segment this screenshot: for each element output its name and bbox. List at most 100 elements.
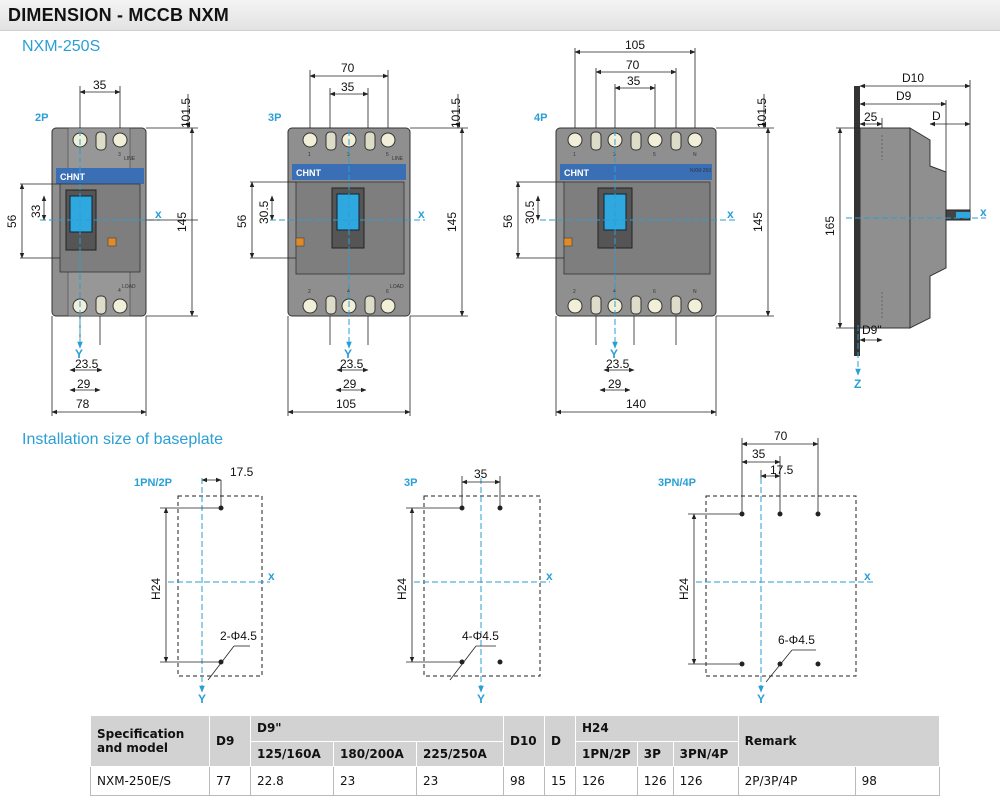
svg-text:23.5: 23.5: [75, 357, 99, 371]
svg-text:70: 70: [341, 61, 355, 75]
th-d: D: [544, 715, 576, 767]
poles-label-2p: 2P: [35, 112, 48, 124]
svg-text:LOAD: LOAD: [390, 284, 404, 290]
svg-text:5: 5: [653, 152, 656, 158]
svg-text:29: 29: [608, 377, 622, 391]
poles-label-4p: 4P: [534, 112, 547, 124]
svg-text:105: 105: [625, 38, 645, 52]
svg-text:165: 165: [823, 216, 837, 236]
svg-text:D10: D10: [902, 71, 924, 85]
brand-logo-4p: CHNT: [564, 168, 589, 178]
th-3p: 3P: [636, 740, 674, 767]
view-side: x Z D10 D9 25 D 165 D9": [823, 71, 987, 391]
cell-d9: 77: [209, 766, 251, 796]
cell-h24-3pn4p: 126: [673, 766, 739, 796]
svg-text:70: 70: [774, 429, 788, 443]
th-d9pp: D9": [250, 715, 504, 742]
cell-h24-3p: 126: [637, 766, 674, 796]
svg-text:30.5: 30.5: [257, 200, 271, 224]
baseplate-label-1pn2p: 1PN/2P: [134, 477, 172, 489]
th-3pn4p: 3PN/4P: [672, 740, 739, 767]
svg-text:4: 4: [118, 288, 121, 294]
svg-text:35: 35: [474, 467, 488, 481]
svg-text:5: 5: [386, 152, 389, 158]
svg-text:56: 56: [5, 214, 19, 228]
y-axis-label-4p: Y: [610, 347, 618, 361]
svg-text:145: 145: [445, 212, 459, 232]
svg-text:H24: H24: [677, 578, 691, 600]
z-axis-label: Z: [854, 377, 861, 391]
baseplate-1pn2p: 1PN/2P x Y 17.5 H24 2-Φ4.5: [134, 465, 275, 706]
svg-text:105: 105: [336, 397, 356, 411]
th-remark: Remark: [737, 715, 940, 767]
svg-text:LINE: LINE: [124, 156, 136, 162]
toggle-handle-3p: [336, 193, 360, 231]
svg-text:6-Φ4.5: 6-Φ4.5: [778, 633, 815, 647]
brand-logo-2p: CHNT: [60, 172, 85, 182]
svg-text:145: 145: [751, 212, 765, 232]
view-4p: 4P CHNT NXM-250 1 3 5 N 2 4 6 N x Y: [501, 38, 774, 416]
svg-text:3: 3: [347, 152, 350, 158]
cell-remark-poles: 2P/3P/4P: [738, 766, 856, 796]
baseplate-3pn4p: 3PN/4P x Y 70 35 17.5 H24 6-Φ4.5: [658, 429, 874, 706]
svg-text:17.5: 17.5: [770, 463, 794, 477]
th-h24: H24: [575, 715, 739, 742]
cell-d9pp-225: 23: [416, 766, 504, 796]
view-3p: 3P CHNT 1 3 5 LINE 2 4 6 LOAD x Y 70 35: [235, 61, 468, 416]
th-125-160a: 125/160A: [250, 740, 334, 767]
poles-label-3p: 3P: [268, 112, 281, 124]
svg-text:33: 33: [29, 204, 43, 218]
svg-text:LOAD: LOAD: [122, 284, 136, 290]
svg-text:30.5: 30.5: [523, 200, 537, 224]
svg-text:D9: D9: [896, 89, 912, 103]
th-d9: D9: [209, 715, 251, 767]
y-axis-label-3p: Y: [344, 347, 352, 361]
svg-text:x: x: [864, 569, 871, 583]
svg-text:35: 35: [752, 447, 766, 461]
svg-text:35: 35: [93, 78, 107, 92]
dimension-drawing: 2P CHNT 3 LINE 4 LOAD x Y 35 101.5 145: [5, 38, 987, 706]
svg-text:23.5: 23.5: [340, 357, 364, 371]
th-1pn2p: 1PN/2P: [575, 740, 638, 767]
svg-text:2: 2: [573, 289, 576, 295]
svg-text:2: 2: [308, 289, 311, 295]
x-axis-label-2p: x: [155, 207, 162, 221]
th-d10: D10: [503, 715, 545, 767]
svg-text:70: 70: [626, 58, 640, 72]
x-axis-label-3p: x: [418, 207, 425, 221]
svg-text:3: 3: [613, 152, 616, 158]
svg-text:NXM-250: NXM-250: [690, 168, 711, 174]
svg-text:78: 78: [76, 397, 90, 411]
x-axis-label-side: x: [980, 205, 987, 219]
page-title: DIMENSION - MCCB NXM: [8, 5, 229, 25]
cell-d9pp-125: 22.8: [250, 766, 334, 796]
svg-text:23.5: 23.5: [606, 357, 630, 371]
svg-text:145: 145: [175, 212, 189, 232]
svg-text:Y: Y: [198, 692, 206, 706]
brand-logo-3p: CHNT: [296, 168, 321, 178]
y-axis-label-2p: Y: [75, 347, 83, 361]
svg-text:x: x: [546, 569, 553, 583]
svg-text:29: 29: [343, 377, 357, 391]
svg-text:101.5: 101.5: [179, 98, 193, 128]
cell-d: 15: [544, 766, 576, 796]
svg-text:N: N: [693, 289, 697, 295]
x-axis-label-4p: x: [727, 207, 734, 221]
svg-text:H24: H24: [149, 578, 163, 600]
svg-text:25: 25: [864, 110, 878, 124]
svg-text:140: 140: [626, 397, 646, 411]
th-225-250a: 225/250A: [416, 740, 504, 767]
model-heading: NXM-250S: [22, 38, 101, 55]
cell-model: NXM-250E/S: [90, 766, 210, 796]
svg-text:3: 3: [118, 152, 121, 158]
baseplate-label-3p: 3P: [404, 477, 417, 489]
svg-text:56: 56: [235, 214, 249, 228]
svg-text:N: N: [693, 152, 697, 158]
svg-text:Y: Y: [477, 692, 485, 706]
svg-text:29: 29: [77, 377, 91, 391]
svg-text:D9": D9": [862, 323, 882, 337]
baseplate-label-3pn4p: 3PN/4P: [658, 477, 696, 489]
cell-h24-1pn2p: 126: [575, 766, 638, 796]
